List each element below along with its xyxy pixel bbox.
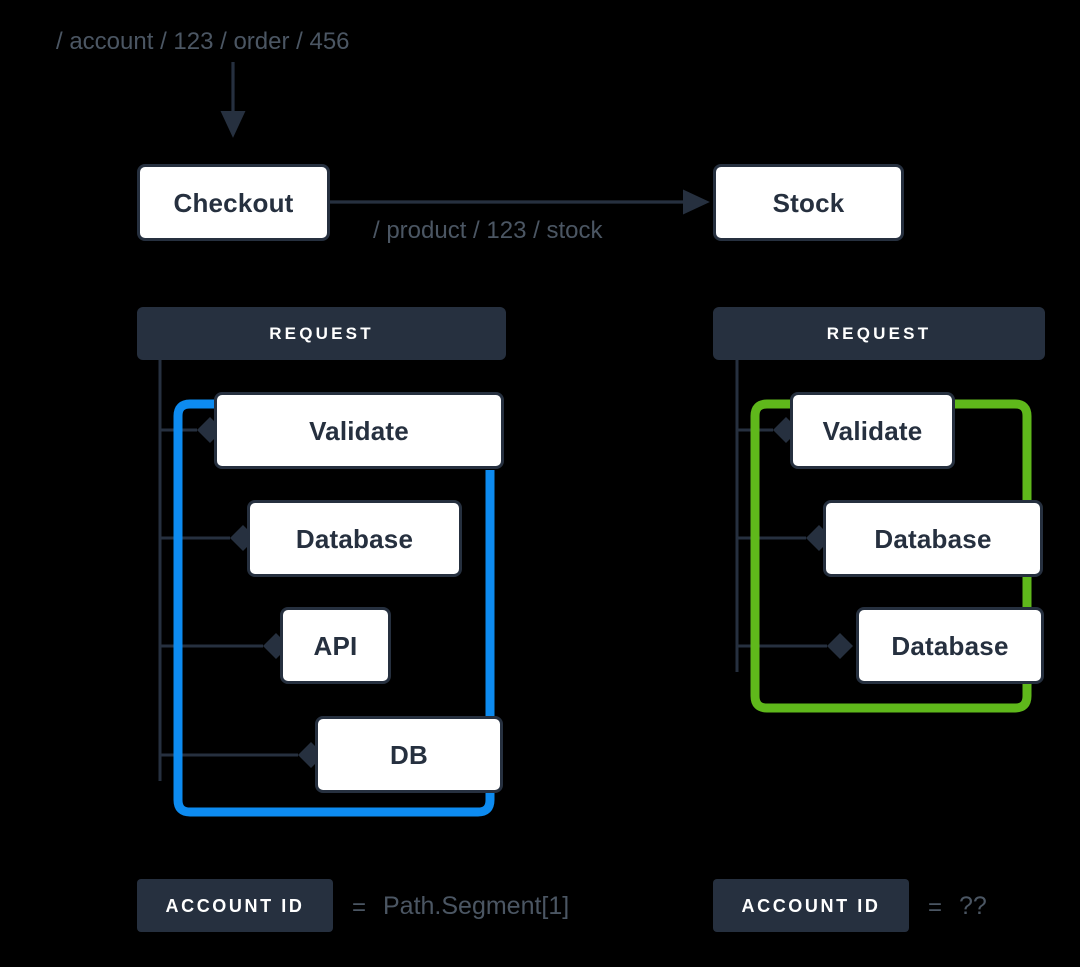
right-account-id-badge-label: ACCOUNT ID (741, 895, 881, 916)
right-request-header: REQUEST (713, 307, 1045, 360)
right-span-database-1[interactable]: Database (823, 500, 1043, 577)
left-account-id-badge: ACCOUNT ID (137, 879, 333, 932)
right-legend-value: ?? (959, 892, 987, 920)
left-span-api-label: API (313, 630, 358, 661)
node-checkout[interactable]: Checkout (137, 164, 330, 241)
left-span-api[interactable]: API (280, 607, 391, 684)
right-legend-equals: = (928, 894, 943, 921)
left-span-database[interactable]: Database (247, 500, 462, 577)
left-span-markers (197, 417, 324, 768)
left-span-database-label: Database (295, 523, 414, 554)
left-span-validate[interactable]: Validate (214, 392, 504, 469)
left-account-id-badge-label: ACCOUNT ID (165, 895, 305, 916)
right-span-validate[interactable]: Validate (790, 392, 955, 469)
left-trace-highlight (173, 399, 495, 817)
right-span-database-1-label: Database (874, 523, 992, 554)
right-account-id-badge: ACCOUNT ID (713, 879, 909, 932)
right-span-validate-label: Validate (822, 415, 923, 446)
left-request-header: REQUEST (137, 307, 506, 360)
right-span-database-2[interactable]: Database (856, 607, 1044, 684)
left-legend-value: Path.Segment[1] (383, 892, 570, 920)
node-checkout-label: Checkout (173, 187, 294, 218)
left-span-db[interactable]: DB (315, 716, 503, 793)
right-trace-highlight (750, 399, 1032, 713)
left-request-header-label: REQUEST (269, 324, 374, 343)
left-span-validate-label: Validate (309, 415, 409, 446)
node-stock-label: Stock (772, 187, 845, 218)
incoming-path-caption: / account / 123 / order / 456 (56, 28, 350, 55)
outgoing-path-caption: / product / 123 / stock (373, 217, 603, 244)
right-request-header-label: REQUEST (826, 324, 932, 343)
left-legend-equals: = (352, 894, 367, 921)
left-span-db-label: DB (390, 739, 428, 770)
right-span-database-2-label: Database (891, 630, 1009, 661)
node-stock[interactable]: Stock (713, 164, 904, 241)
